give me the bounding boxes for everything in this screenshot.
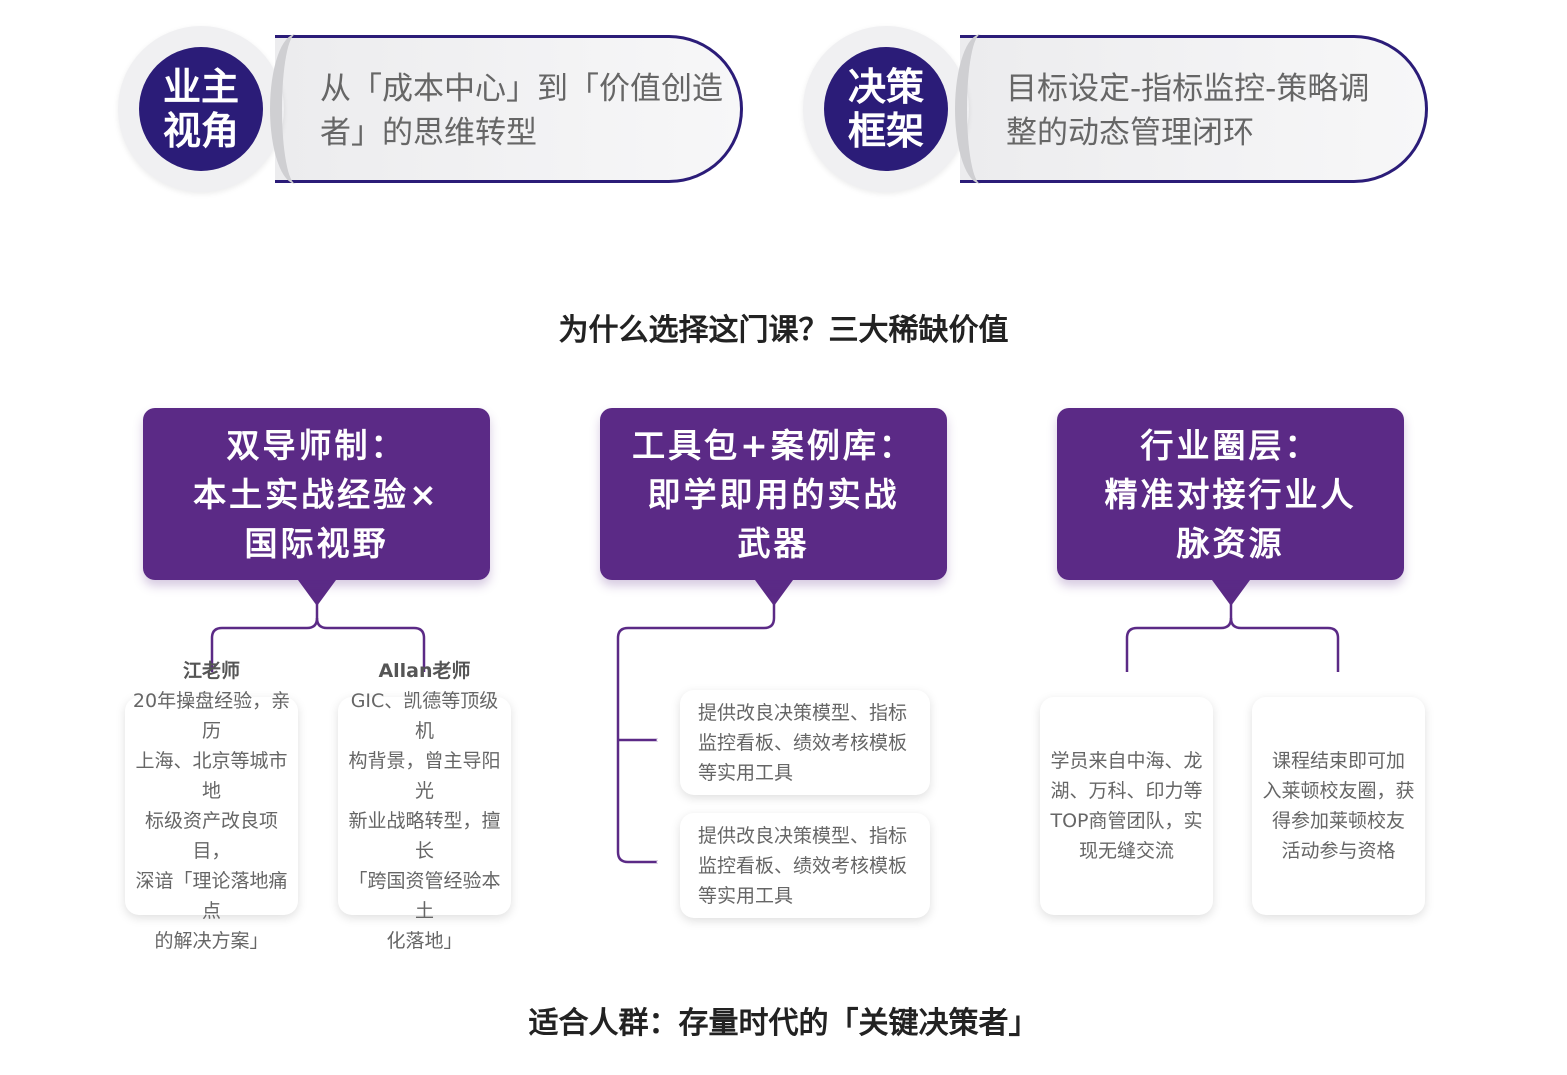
- text-line: 标级资产改良项目，: [144, 810, 278, 862]
- mentor-card-jiang: 江老师 20年操盘经验，亲历 上海、北京等城市地 标级资产改良项目， 深谙「理论…: [125, 660, 298, 952]
- badge-line: 视角: [162, 109, 239, 153]
- decorative-arc: [270, 34, 322, 184]
- connector: [1229, 617, 1340, 672]
- column-header-toolkit: 工具包+案例库： 即学即用的实战武器: [600, 408, 947, 580]
- header-line: 工具包+案例库：: [632, 425, 915, 465]
- text-line: 者」的思维转型: [320, 115, 537, 151]
- connector: [315, 617, 426, 672]
- text-line: 入莱顿校友圈，获: [1262, 780, 1415, 802]
- column-header-industry-circle: 行业圈层： 精准对接行业人脉资源: [1057, 408, 1404, 580]
- value-pill-decision: [960, 35, 1428, 183]
- text-line: 监控看板、绩效考核模板: [698, 731, 908, 754]
- text-line: 现无缝交流: [1078, 840, 1174, 862]
- text-line: 等实用工具: [698, 761, 794, 784]
- header-line: 即学即用的实战: [647, 474, 900, 514]
- text-line: 目标设定-指标监控-策略调: [1006, 71, 1370, 107]
- industry-card-members: 学员来自中海、龙 湖、万科、印力等 TOP商管团队，实 现无缝交流: [1040, 697, 1213, 915]
- text-line: 「跨国资管经验本土: [348, 870, 501, 922]
- column-header-dual-mentor: 双导师制： 本土实战经验× 国际视野: [143, 408, 490, 580]
- text-line: 上海、北京等城市地: [135, 750, 288, 802]
- badge-decision-framework: 决策框架: [824, 47, 948, 171]
- header-line: 国际视野: [244, 523, 389, 563]
- mentor-name: 江老师: [182, 660, 240, 682]
- header-pointer: [1212, 580, 1250, 606]
- header-pointer: [298, 580, 336, 606]
- text-line: 的解决方案」: [154, 930, 269, 952]
- mentor-card-allan: Allan老师 GIC、凯德等顶级机 构背景，曾主导阳光 新业战略转型，擅长 「…: [338, 660, 511, 952]
- toolkit-card: 提供改良决策模型、指标 监控看板、绩效考核模板 等实用工具: [680, 690, 930, 795]
- industry-card-alumni: 课程结束即可加 入莱顿校友圈，获 得参加莱顿校友 活动参与资格: [1252, 697, 1425, 915]
- badge-line: 业主: [162, 65, 239, 109]
- text-line: 从「成本中心」到「价值创造: [320, 71, 723, 107]
- header-pointer: [755, 580, 793, 606]
- text-line: 提供改良决策模型、指标: [698, 701, 908, 724]
- text-line: 得参加莱顿校友: [1271, 810, 1405, 832]
- target-audience-title: 适合人群：存量时代的「关键决策者」: [528, 1006, 1039, 1041]
- header-line: 精准对接行业人: [1104, 474, 1357, 514]
- text-line: 监控看板、绩效考核模板: [698, 854, 908, 877]
- text-line: 提供改良决策模型、指标: [698, 824, 908, 847]
- text-line: 构背景，曾主导阳光: [348, 750, 501, 802]
- header-line: 脉资源: [1176, 523, 1285, 563]
- text-line: 学员来自中海、龙: [1050, 750, 1203, 772]
- value-pill-decision-text: 目标设定-指标监控-策略调 整的动态管理闭环: [1006, 67, 1369, 155]
- header-line: 本土实战经验×: [193, 474, 440, 514]
- text-line: 湖、万科、印力等: [1050, 780, 1203, 802]
- mentor-name: Allan老师: [378, 660, 471, 682]
- badge-line: 框架: [847, 109, 924, 153]
- header-line: 武器: [737, 523, 810, 563]
- section-title: 为什么选择这门课？三大稀缺价值: [558, 313, 1009, 348]
- badge-owner-perspective: 业主视角: [139, 47, 263, 171]
- header-line: 双导师制：: [226, 425, 407, 465]
- value-pill-owner: [275, 35, 743, 183]
- text-line: 课程结束即可加: [1271, 750, 1405, 772]
- toolkit-card: 提供改良决策模型、指标 监控看板、绩效考核模板 等实用工具: [680, 813, 930, 918]
- connector: [616, 604, 776, 864]
- badge-line: 决策: [847, 65, 924, 109]
- decorative-arc: [955, 34, 1007, 184]
- text-line: 等实用工具: [698, 884, 794, 907]
- text-line: 活动参与资格: [1281, 840, 1396, 862]
- text-line: 新业战略转型，擅长: [348, 810, 501, 862]
- header-line: 行业圈层：: [1140, 425, 1321, 465]
- text-line: 深谙「理论落地痛点: [135, 870, 288, 922]
- text-line: TOP商管团队，实: [1050, 810, 1203, 832]
- text-line: 整的动态管理闭环: [1006, 115, 1254, 151]
- text-line: 20年操盘经验，亲历: [132, 690, 291, 742]
- connector: [1125, 604, 1233, 672]
- text-line: 化落地」: [386, 930, 463, 952]
- text-line: GIC、凯德等顶级机: [350, 690, 499, 742]
- value-pill-owner-text: 从「成本中心」到「价值创造 者」的思维转型: [320, 67, 723, 155]
